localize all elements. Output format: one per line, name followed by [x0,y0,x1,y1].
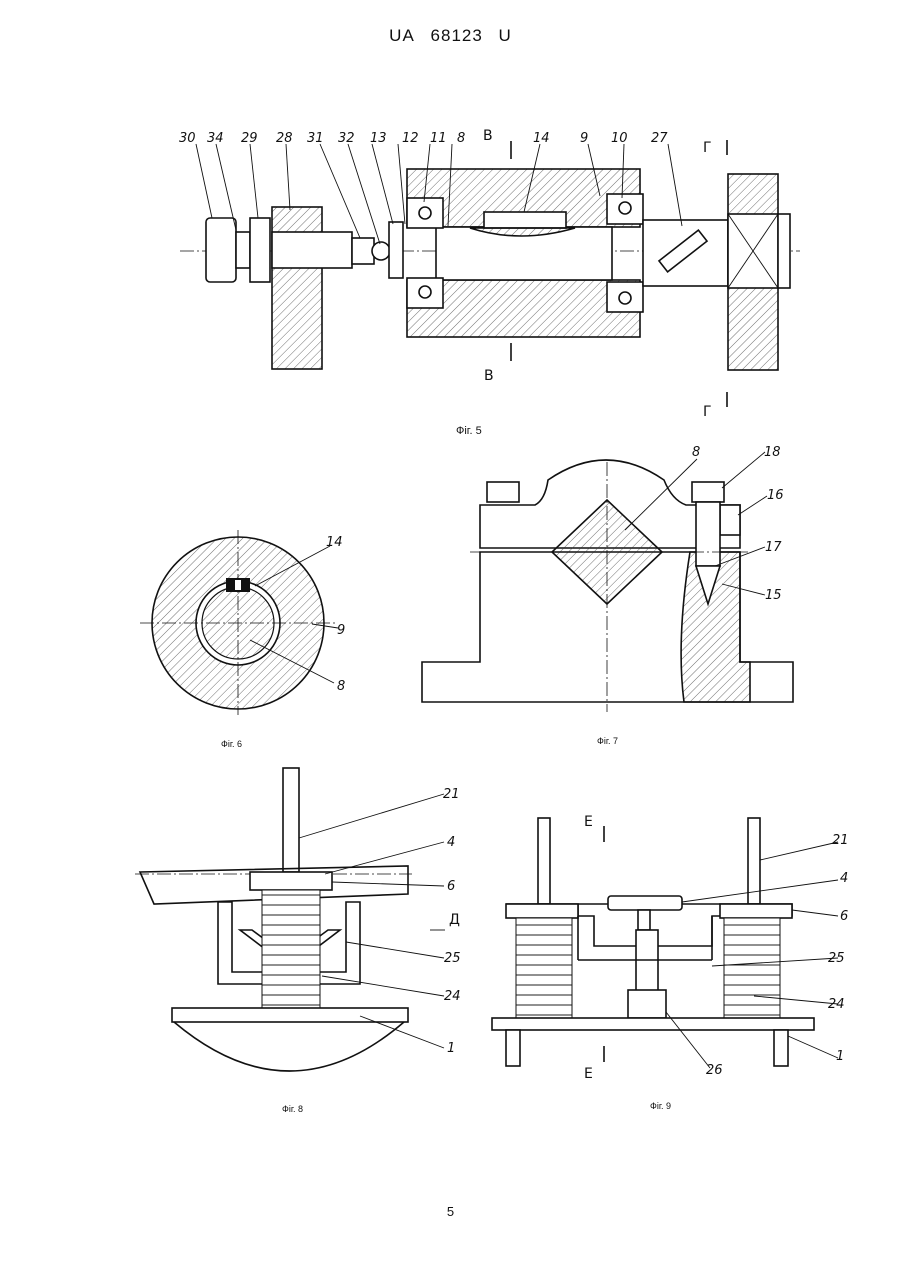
fig5-label-13: 13 [370,131,387,146]
fig5-label-14: 14 [533,131,550,146]
fig8-section-arrow: Д [449,912,460,928]
fig5-section-bottom-left: В [484,368,494,384]
fig5-label-29: 29 [241,131,258,146]
fig5-label-28: 28 [276,131,293,146]
fig5-section-top-right: Г [703,140,712,156]
fig5-section-top-left: В [483,128,493,144]
fig5-label-9: 9 [580,131,588,146]
fig6-label-8: 8 [337,679,345,694]
fig5-label-34: 34 [207,131,224,146]
fig7-label-18: 18 [764,445,781,460]
fig7-label-16: 16 [767,488,784,503]
figure-8: 21 4 6 25 24 1 Д [135,768,461,1071]
fig8-label-21: 21 [443,787,460,802]
fig9-label-21: 21 [832,833,849,848]
fig9-label-26: 26 [706,1063,723,1078]
fig6-caption: Фіг. 6 [221,739,242,749]
fig9-section-top: Е [584,814,593,830]
fig5-label-11: 11 [430,131,447,146]
fig6-label-14: 14 [326,535,343,550]
fig5-label-27: 27 [651,131,668,146]
figure-9: 21 4 6 25 24 1 26 Е Е [492,814,849,1082]
fig9-label-4: 4 [840,871,848,886]
page-number: 5 [0,1204,901,1219]
figure-5: 30 34 29 28 31 32 13 12 11 8 14 9 10 27 … [179,128,800,420]
figure-6: 14 9 8 [140,530,345,715]
fig9-label-24: 24 [828,997,845,1012]
fig5-label-30: 30 [179,131,196,146]
fig8-label-1: 1 [447,1041,455,1056]
figure-7: 8 18 16 17 15 [422,445,793,712]
fig6-label-9: 9 [337,623,345,638]
fig9-caption: Фіг. 9 [650,1101,671,1111]
fig8-label-25: 25 [444,951,461,966]
fig5-label-8: 8 [457,131,465,146]
fig7-label-17: 17 [765,540,782,555]
fig5-caption: Фіг. 5 [456,425,482,437]
fig9-label-25: 25 [828,951,845,966]
fig5-label-10: 10 [611,131,628,146]
fig7-label-15: 15 [765,588,782,603]
fig5-label-12: 12 [402,131,419,146]
fig8-label-6: 6 [447,879,455,894]
fig8-label-4: 4 [447,835,455,850]
fig5-label-31: 31 [307,131,324,146]
fig5-section-bottom-right: Г [703,404,712,420]
fig9-section-bottom: Е [584,1066,593,1082]
fig5-label-32: 32 [338,131,355,146]
fig9-label-1: 1 [836,1049,844,1064]
fig8-caption: Фіг. 8 [282,1104,303,1114]
fig8-label-24: 24 [444,989,461,1004]
fig9-label-6: 6 [840,909,848,924]
fig7-caption: Фіг. 7 [597,736,618,746]
fig7-label-8: 8 [692,445,700,460]
